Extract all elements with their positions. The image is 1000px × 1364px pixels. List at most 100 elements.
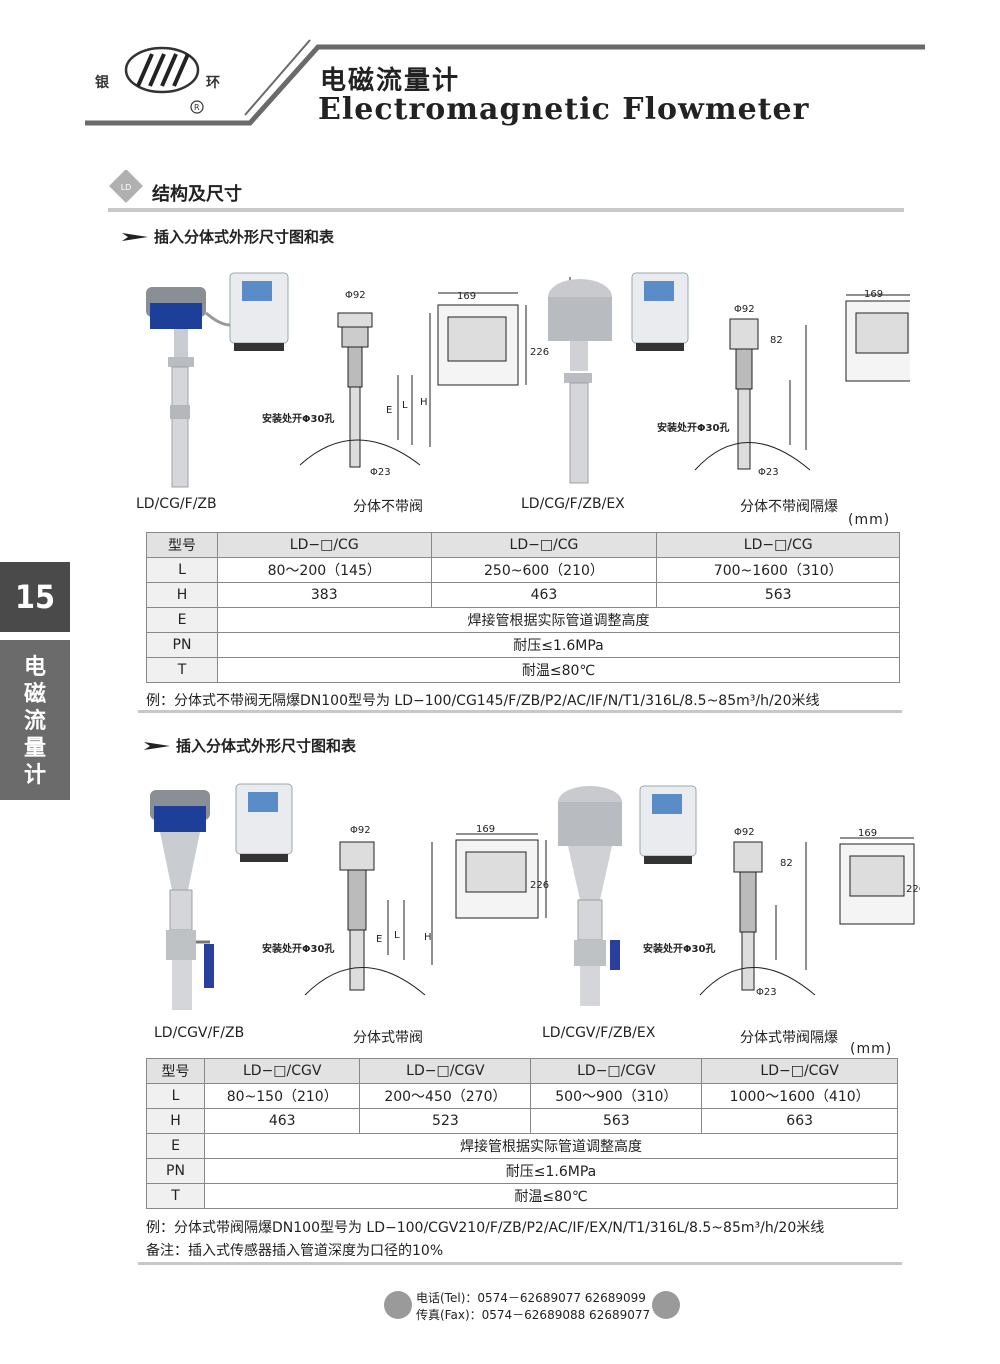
table-header: LD−□/CG (656, 532, 900, 558)
table-header: LD−□/CGV (203, 1058, 361, 1084)
example-note: 例：分体式带阀隔爆DN100型号为 LD−100/CGV210/F/ZB/P2/… (146, 1220, 825, 1236)
caption: 分体不带阀 (353, 499, 423, 515)
page-title-en: Electromagnetic Flowmeter (318, 92, 810, 127)
dim-label: 226 (530, 347, 549, 358)
page-title-cn: 电磁流量计 (320, 66, 461, 96)
section-badge-icon: LD (109, 170, 143, 203)
chapter-char: 流 (23, 709, 46, 734)
table-cell: 焊接管根据实际管道调整高度 (217, 607, 900, 633)
header-decoration: R (85, 39, 925, 126)
caption: 分体不带阀隔爆 (740, 499, 838, 515)
block1-drawings: Φ92 Φ23 安装处开Φ30孔 169 226 E L H Φ92 Φ23 安… (146, 272, 910, 488)
dim-label: Φ92 (734, 304, 755, 315)
dim-label: 169 (864, 289, 883, 300)
table-header: LD−□/CGV (359, 1058, 532, 1084)
dim-label: 安装处开Φ30孔 (262, 942, 334, 955)
table-cell: 焊接管根据实际管道调整高度 (204, 1133, 898, 1159)
row-label: L (146, 1083, 205, 1109)
dim-label: E (386, 405, 392, 416)
table-cell: 563 (656, 582, 900, 608)
footer-dot-icon (384, 1291, 412, 1319)
table-header: LD−□/CGV (701, 1058, 898, 1084)
spec-table-1: 型号 LD−□/CG LD−□/CG LD−□/CG L 80～200（145）… (146, 532, 900, 683)
divider (138, 710, 902, 713)
caption: 分体式带阀隔爆 (740, 1030, 838, 1046)
caption: LD/CGV/F/ZB (154, 1025, 245, 1041)
row-label: E (146, 1133, 205, 1159)
chapter-number: 15 (0, 562, 70, 632)
caption: LD/CG/F/ZB/EX (521, 496, 625, 512)
caption: LD/CGV/F/ZB/EX (542, 1025, 656, 1041)
table-cell: 1000～1600（410） (701, 1083, 898, 1109)
dim-label: 226 (530, 880, 549, 891)
dim-label: 安装处开Φ30孔 (643, 942, 715, 955)
arrow-bullet-icon (144, 742, 170, 750)
chapter-tab: 电 磁 流 量 计 (0, 640, 70, 800)
product-photo-ld-cg-ex (548, 272, 689, 484)
dim-label: E (376, 934, 382, 945)
dim-label: L (394, 930, 400, 941)
block2-subtitle: 插入分体式外形尺寸图和表 (176, 737, 357, 755)
dim-label: Φ92 (345, 290, 366, 301)
dim-label: 169 (457, 291, 476, 302)
dim-label: H (424, 932, 432, 943)
row-label: E (146, 607, 218, 633)
svg-text:R: R (194, 103, 200, 112)
table-cell: 523 (359, 1108, 532, 1134)
table-cell: 80~150（210） (203, 1083, 361, 1109)
row-label: H (146, 582, 218, 608)
section-title: 结构及尺寸 (152, 184, 242, 205)
caption: LD/CG/F/ZB (136, 496, 217, 512)
svg-text:LD: LD (121, 183, 132, 192)
block1-subtitle: 插入分体式外形尺寸图和表 (154, 228, 335, 246)
table-cell: 500～900（310） (530, 1083, 703, 1109)
chapter-char: 电 (23, 655, 46, 680)
table-header: LD−□/CGV (530, 1058, 703, 1084)
dim-label: 82 (780, 858, 793, 869)
brand-right-char: 环 (206, 75, 220, 91)
table-cell: 663 (701, 1108, 898, 1134)
chapter-char: 磁 (23, 682, 46, 707)
dim-label: Φ92 (734, 827, 755, 838)
dim-label: Φ23 (756, 987, 777, 998)
dim-label: H (420, 397, 428, 408)
table-cell: 耐温≤80℃ (217, 657, 900, 683)
footer-dot-icon (652, 1291, 680, 1319)
chapter-char: 量 (23, 736, 46, 761)
table-header: 型号 (146, 1058, 205, 1084)
product-photo-ld-cgv-ex (558, 785, 697, 1006)
caption: 分体式带阀 (353, 1030, 423, 1046)
table-cell: 463 (203, 1108, 361, 1134)
table-cell: 700~1600（310） (656, 557, 900, 583)
unit-label: (mm) (850, 1041, 893, 1057)
row-label: T (146, 657, 218, 683)
dim-label: Φ23 (370, 467, 391, 478)
unit-label: (mm) (848, 512, 891, 528)
arrow-bullet-icon (122, 233, 148, 241)
dimension-drawing-no-valve-ex (694, 294, 910, 471)
brand-logo-icon: R (124, 46, 204, 114)
dim-label: 169 (476, 824, 495, 835)
dim-label: Φ23 (758, 467, 779, 478)
table-cell: 80～200（145） (217, 557, 432, 583)
dim-label: 安装处开Φ30孔 (262, 412, 334, 425)
spec-table-2: 型号 LD−□/CGV LD−□/CGV LD−□/CGV LD−□/CGV L… (146, 1058, 898, 1209)
table-cell: 耐压≤1.6MPa (217, 632, 900, 658)
product-photo-ld-cg (146, 272, 289, 488)
table-cell: 563 (530, 1108, 703, 1134)
chapter-char: 计 (23, 763, 46, 788)
table-header: 型号 (146, 532, 218, 558)
section-divider (108, 208, 904, 212)
row-label: T (146, 1183, 205, 1209)
table-header: LD−□/CG (217, 532, 432, 558)
brand-left-char: 银 (95, 75, 109, 91)
table-cell: 200～450（270） (359, 1083, 532, 1109)
block2-drawings: Φ92 安装处开Φ30孔 169 226 E L H Φ92 Φ23 安装处开Φ… (150, 783, 920, 1010)
table-cell: 383 (217, 582, 432, 608)
table-cell: 耐温≤80℃ (204, 1183, 898, 1209)
remark-note: 备注：插入式传感器插入管道深度为口径的10% (146, 1243, 444, 1259)
dim-label: L (402, 400, 408, 411)
table-cell: 250~600（210） (430, 557, 658, 583)
dimension-drawing-with-valve-ex (699, 837, 915, 996)
row-label: PN (146, 1158, 205, 1184)
